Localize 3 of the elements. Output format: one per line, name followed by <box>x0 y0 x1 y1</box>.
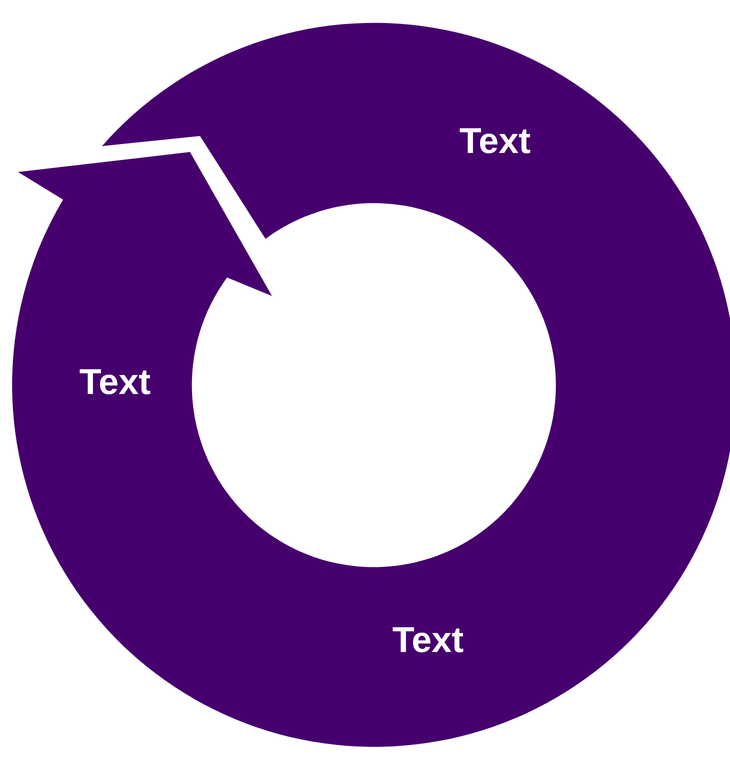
segment-label: Text <box>79 361 151 403</box>
segment-label: Text <box>392 619 464 661</box>
segment-label: Text <box>459 120 531 162</box>
